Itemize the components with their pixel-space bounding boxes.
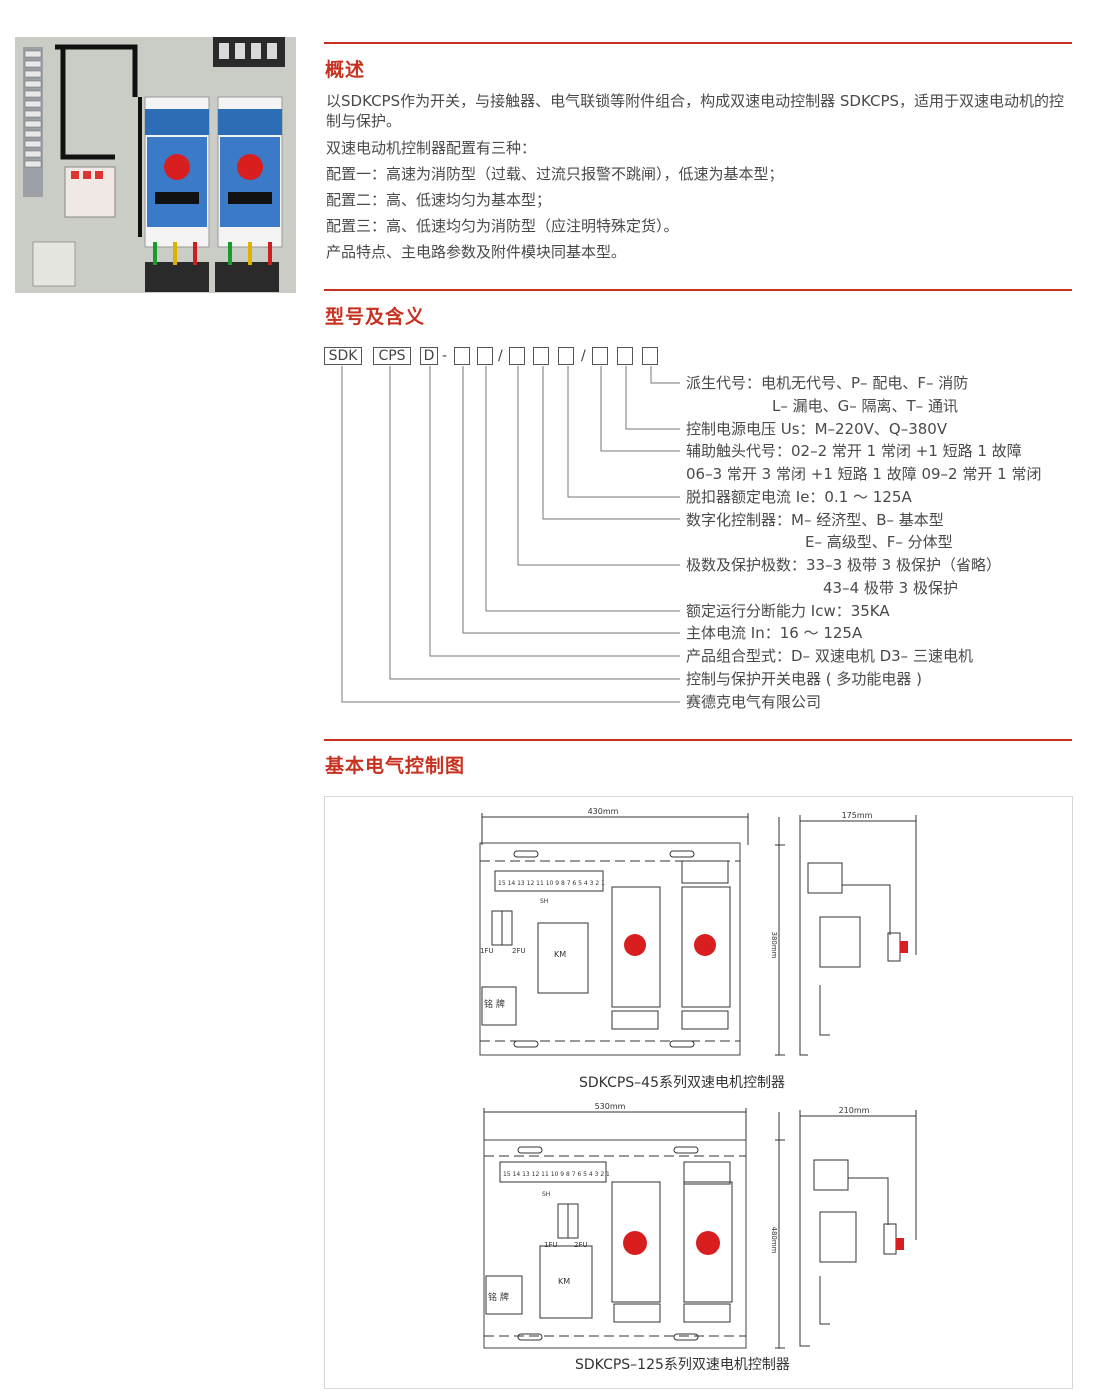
diagram-sdkcps-125: 530mm 210mm 480mm 15 14 13 12 11 10 9 8 … xyxy=(483,1102,917,1349)
code-box xyxy=(509,347,525,365)
code-cps: CPS xyxy=(373,347,411,365)
overview-line: 配置一：高速为消防型（过载、过流只报警不跳闸），低速为基本型； xyxy=(326,165,784,183)
overview-line: 以SDKCPS作为开关，与接触器、电气联锁等附件组合，构成双速电动控制器 SDK… xyxy=(326,92,1065,130)
code-box xyxy=(642,347,658,365)
model-leader-lines xyxy=(341,366,680,703)
terminal-numbers: 15 14 13 12 11 10 9 8 7 6 5 4 3 2 1 xyxy=(503,1171,610,1178)
diagram-heading: 基本电气控制图 xyxy=(325,755,466,777)
code-box xyxy=(558,347,574,365)
fu2-label: 2FU xyxy=(574,1241,588,1249)
code-box xyxy=(533,347,549,365)
fu2-label: 2FU xyxy=(512,947,526,955)
legend-item: 赛德克电气有限公司 xyxy=(686,693,822,711)
km-label: KM xyxy=(558,1277,570,1286)
legend-item: 派生代号：电机无代号、P– 配电、F– 消防 xyxy=(686,374,969,392)
code-box xyxy=(477,347,493,365)
code-d: D xyxy=(420,347,438,365)
section-divider xyxy=(324,42,1072,44)
code-box xyxy=(592,347,608,365)
diagram-frame xyxy=(324,796,1073,1389)
dim-height: 480mm xyxy=(770,1227,778,1254)
legend-item: 06–3 常开 3 常闭 +1 短路 1 故障 09–2 常开 1 常闭 xyxy=(686,465,1042,483)
code-box xyxy=(454,347,470,365)
legend-item: 辅助触头代号：02–2 常开 1 常闭 +1 短路 1 故障 xyxy=(686,442,1022,460)
legend-item: 极数及保护极数：33–3 极带 3 极保护（省略） xyxy=(686,556,1001,574)
legend-item: L– 漏电、G– 隔离、T– 通讯 xyxy=(772,397,958,415)
overview-line: 配置二：高、低速均匀为基本型； xyxy=(326,191,552,209)
legend-item: 产品组合型式：D– 双速电机 D3– 三速电机 xyxy=(686,647,973,665)
legend-item: 额定运行分断能力 Icw：35KA xyxy=(686,602,890,620)
product-photo xyxy=(15,37,296,293)
section-divider xyxy=(324,739,1072,741)
overview-text: 以SDKCPS作为开关，与接触器、电气联锁等附件组合，构成双速电动控制器 SDK… xyxy=(326,91,1074,265)
overview-heading: 概述 xyxy=(325,59,366,81)
legend-item: 43–4 极带 3 极保护 xyxy=(823,579,958,597)
overview-line: 配置三：高、低速均匀为消防型（应注明特殊定货）。 xyxy=(326,217,679,235)
nameplate-label: 铭 牌 xyxy=(484,998,505,1010)
dim-width: 530mm xyxy=(595,1102,626,1111)
sh-label: SH xyxy=(542,1191,550,1198)
legend-item: 主体电流 In：16 ～ 125A xyxy=(686,624,863,642)
fu1-label: 1FU xyxy=(480,947,494,955)
dim-depth: 210mm xyxy=(839,1106,870,1115)
sh-label: SH xyxy=(540,898,548,905)
code-box xyxy=(617,347,633,365)
dim-depth: 175mm xyxy=(842,811,873,820)
legend-item: 控制电源电压 Us：M–220V、Q–380V xyxy=(686,420,948,438)
km-label: KM xyxy=(554,950,566,959)
code-slash: / xyxy=(581,348,586,364)
code-sdk: SDK xyxy=(324,347,362,365)
section-divider xyxy=(324,289,1072,291)
model-heading: 型号及含义 xyxy=(325,306,426,328)
legend-item: 控制与保护开关电器 ( 多功能电器 ) xyxy=(686,670,923,688)
overview-line: 产品特点、主电路参数及附件模块同基本型。 xyxy=(326,243,627,261)
overview-line: 双速电动机控制器配置有三种： xyxy=(326,139,537,157)
legend-item: 数字化控制器：M– 经济型、B– 基本型 xyxy=(686,511,944,529)
dim-height: 380mm xyxy=(770,932,778,959)
legend-item: E– 高级型、F– 分体型 xyxy=(805,533,953,551)
nameplate-label: 铭 牌 xyxy=(488,1291,509,1303)
legend-item: 脱扣器额定电流 Ie：0.1 ～ 125A xyxy=(686,488,912,506)
fu1-label: 1FU xyxy=(544,1241,558,1249)
dim-width: 430mm xyxy=(588,807,619,816)
code-dash: - xyxy=(442,348,448,364)
terminal-numbers: 15 14 13 12 11 10 9 8 7 6 5 4 3 2 1 xyxy=(498,880,605,887)
diagram-sdkcps-45: 430mm 175mm 380mm 15 14 13 12 11 10 9 8 … xyxy=(479,807,917,1056)
diagram-caption-45: SDKCPS–45系列双速电机控制器 xyxy=(579,1075,786,1091)
diagram-caption-125: SDKCPS–125系列双速电机控制器 xyxy=(575,1357,790,1373)
code-slash: / xyxy=(498,348,503,364)
